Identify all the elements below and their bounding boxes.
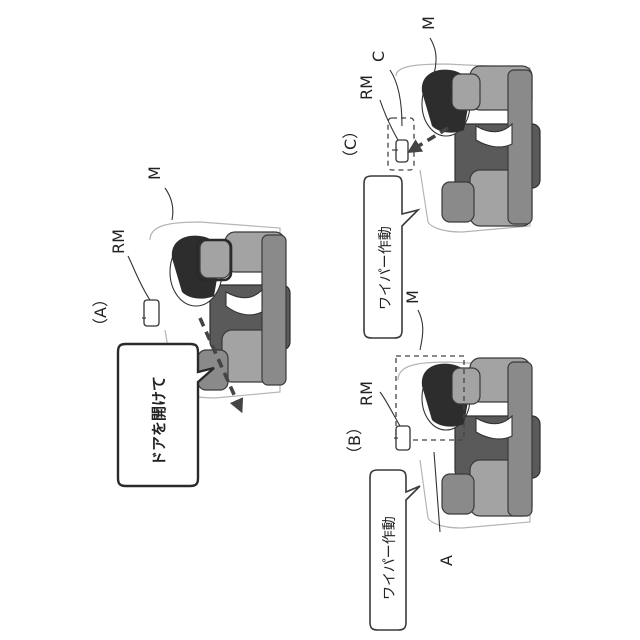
bubble-text-b: ワイパー作動 [382, 516, 398, 600]
label-panel-c: （C） [341, 123, 360, 166]
label-m-c: M [419, 16, 438, 30]
panel-a: ドアを開けて （A） RM M [91, 166, 290, 486]
m-leader [165, 188, 173, 220]
label-m-a: M [145, 166, 164, 180]
rm-leader [128, 256, 150, 300]
label-panel-b: （B） [345, 419, 364, 462]
m-leader [430, 38, 436, 74]
rm-leader [380, 392, 400, 426]
speech-bubble-c: ワイパー作動 [364, 176, 418, 338]
rear-mirror [396, 426, 410, 450]
label-rm-c: RM [357, 75, 376, 100]
label-rm-a: RM [109, 229, 128, 254]
rear-mirror [144, 300, 159, 326]
speech-bubble-b: ワイパー作動 [370, 470, 420, 630]
label-c: C [369, 51, 388, 62]
rear-mirror [396, 140, 408, 162]
gesture-arrow [412, 128, 448, 150]
label-m-b: M [403, 290, 422, 304]
bubble-text-a: ドアを開けて [150, 376, 168, 466]
label-panel-a: （A） [91, 291, 110, 334]
panel-c: ワイパー作動 （C） RM C M [341, 16, 540, 338]
label-a: A [437, 555, 456, 566]
m-leader [418, 310, 423, 350]
panel-b: ワイパー作動 （B） RM M A [345, 290, 540, 630]
bubble-text-c: ワイパー作動 [378, 226, 394, 310]
label-rm-b: RM [357, 381, 376, 406]
a-leader [434, 452, 440, 532]
